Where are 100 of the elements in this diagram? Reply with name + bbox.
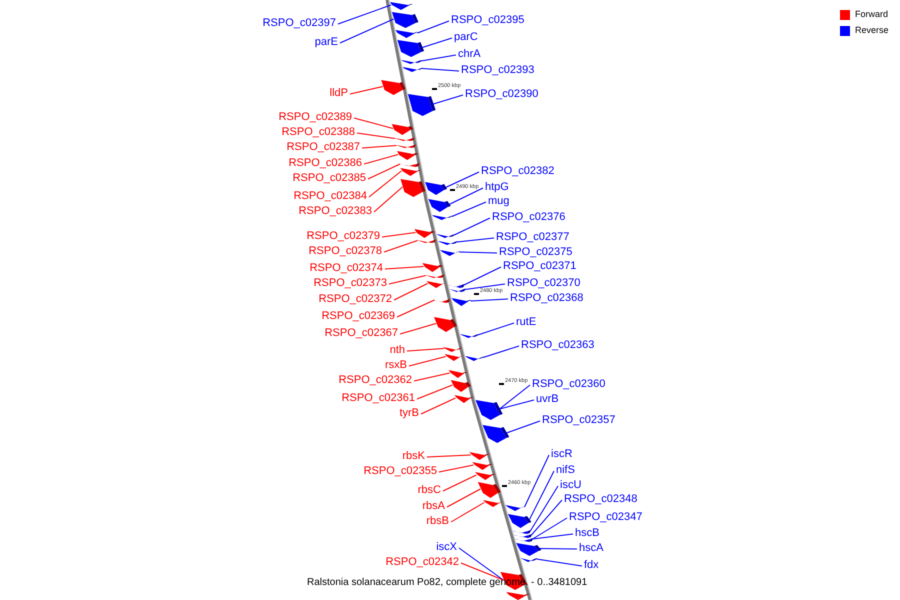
leader-line: [460, 562, 504, 580]
leader-line: [530, 500, 562, 536]
gene-label: RSPO_c02389: [278, 110, 352, 124]
gene-label: RSPO_c02368: [510, 291, 584, 305]
gene-block: [443, 347, 462, 352]
gene-block: [465, 356, 484, 361]
gene-label: RSPO_c02379: [306, 229, 380, 243]
gene-label: iscR: [551, 447, 572, 461]
leader-line: [446, 488, 481, 508]
leader-line: [532, 534, 574, 540]
gene-block: [482, 500, 504, 507]
gene-label: RSPO_c02361: [342, 391, 415, 405]
gene-label: RSPO_c02386: [288, 156, 362, 170]
gene-label: RSPO_c02382: [481, 164, 554, 178]
gene-block: [448, 370, 468, 378]
gene-label: fdx: [584, 558, 599, 572]
gene-block: [414, 229, 435, 238]
gene-block: [452, 298, 472, 306]
gene-block: [392, 12, 418, 28]
gene-label: mug: [488, 194, 510, 208]
gene-label: RSPO_c02388: [282, 125, 355, 139]
gene-block: [426, 281, 447, 288]
gene-label: parE: [314, 35, 338, 49]
gene-block: [434, 317, 458, 332]
leader-line: [524, 454, 550, 508]
gene-label: RSPO_c02342: [386, 555, 459, 569]
gene-label: tyrB: [399, 406, 419, 420]
gene-block: [416, 240, 436, 243]
gene-block: [425, 274, 444, 278]
leader-line: [340, 18, 394, 44]
leader-line: [400, 323, 437, 334]
gene-block: [454, 395, 474, 403]
gene-block: [422, 263, 443, 272]
leader-line: [458, 252, 498, 254]
leader-line: [406, 348, 444, 352]
gene-label: parC: [454, 30, 478, 44]
gene-label: RSPO_c02385: [292, 171, 366, 185]
leader-line: [384, 240, 418, 252]
gene-label: nifS: [556, 463, 575, 477]
gene-label: hscA: [579, 541, 604, 555]
gene-label: RSPO_c02372: [318, 292, 392, 306]
gene-block: [397, 40, 424, 57]
leader-line: [356, 132, 396, 139]
leader-line: [464, 284, 506, 290]
gene-label: nth: [390, 343, 405, 357]
gene-block: [408, 94, 436, 116]
leader-line: [536, 558, 582, 566]
gene-label: RSPO_c02369: [322, 309, 395, 323]
gene-block: [444, 354, 464, 361]
leader-line: [458, 548, 504, 580]
gene-label: iscX: [436, 540, 457, 554]
leader-line: [499, 400, 534, 410]
leader-line: [477, 322, 514, 336]
gene-label: RSPO_c02362: [338, 373, 412, 387]
leader-line: [422, 38, 452, 48]
gene-block: [392, 124, 414, 135]
gene-block: [401, 60, 422, 64]
gene-block: [397, 151, 418, 160]
leader-line: [420, 54, 456, 62]
leader-line: [368, 170, 402, 198]
gene-label: lldP: [330, 86, 348, 100]
gene-block: [381, 80, 406, 95]
gene-label: rbsK: [402, 449, 425, 463]
legend-label: Reverse: [855, 25, 889, 36]
leader-line: [374, 186, 403, 212]
gene-block: [476, 400, 503, 420]
gene-label: RSPO_c02363: [521, 338, 594, 352]
gene-block: [402, 67, 424, 72]
leader-line: [438, 464, 474, 472]
leader-line: [448, 188, 484, 205]
leader-line: [426, 454, 472, 458]
gene-label: htpG: [485, 180, 509, 194]
legend-label: Forward: [855, 9, 888, 20]
leader-line: [368, 164, 400, 180]
gene-block: [450, 380, 472, 392]
gene-label: RSPO_c02378: [308, 244, 382, 258]
leader-line: [454, 218, 490, 236]
leader-line: [456, 238, 494, 242]
gene-label: RSPO_c02390: [465, 87, 538, 101]
gene-label: RSPO_c02384: [294, 189, 367, 203]
leader-line: [416, 384, 453, 400]
gene-label: RSPO_c02375: [499, 245, 572, 259]
gene-block: [434, 299, 450, 303]
leader-line: [530, 486, 558, 532]
leader-line: [482, 346, 520, 358]
gene-block: [469, 452, 490, 460]
leader-line: [499, 384, 530, 410]
gene-label: chrA: [458, 47, 481, 61]
gene-block: [448, 284, 464, 288]
gene-block: [390, 2, 413, 10]
gene-block: [520, 558, 538, 562]
leader-line: [394, 283, 428, 300]
gene-block: [436, 234, 455, 238]
gene-label: rbsC: [418, 483, 441, 497]
gene-label: RSPO_c02393: [461, 63, 534, 77]
gene-label: RSPO_c02370: [507, 276, 580, 290]
gene-label: uvrB: [536, 392, 559, 406]
leader-line: [445, 172, 480, 188]
gene-block: [400, 168, 422, 176]
gene-block: [505, 505, 526, 511]
